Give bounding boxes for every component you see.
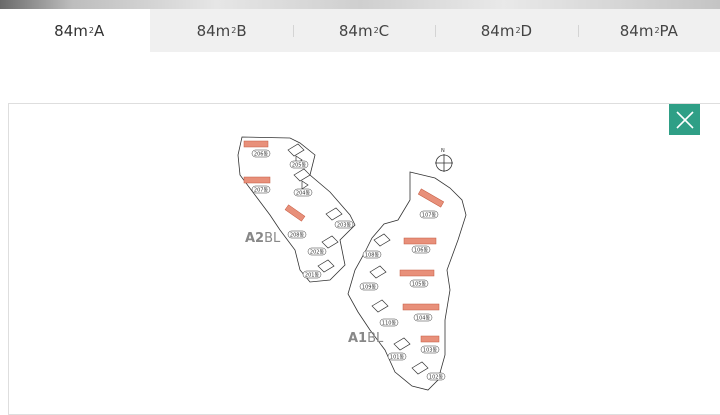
zone-a1-boundary <box>347 171 467 391</box>
tab-label: 84m <box>54 21 88 40</box>
building-101-shape[interactable] <box>393 337 411 351</box>
building-207-highlight[interactable] <box>243 176 271 184</box>
label-107: 107동 <box>422 213 437 219</box>
building-102-shape[interactable] <box>411 361 429 375</box>
site-plan-map: N 206동 205동 207동 204동 208동 <box>237 136 467 391</box>
building-203-shape[interactable] <box>325 207 343 221</box>
label-207: 207동 <box>254 188 269 194</box>
zone-label-a1: A1BL <box>348 331 383 346</box>
building-201-shape[interactable] <box>317 259 335 273</box>
close-icon <box>675 110 694 129</box>
building-208-highlight[interactable] <box>284 204 306 222</box>
label-203: 203동 <box>337 223 352 229</box>
building-108-shape[interactable] <box>373 233 391 247</box>
tab-label: 84m <box>196 21 231 40</box>
zone-label-a1-bold: A1 <box>348 331 368 346</box>
label-104: 104동 <box>416 316 431 322</box>
tab-label-sup: 2 <box>515 26 521 35</box>
tab-label: 84m <box>338 21 373 40</box>
building-109-shape[interactable] <box>369 265 387 279</box>
label-202: 202동 <box>310 250 325 256</box>
tab-label-suffix: B <box>236 21 247 40</box>
tab-label-suffix: A <box>93 21 105 40</box>
label-205: 205동 <box>292 163 307 169</box>
label-106: 106동 <box>414 248 429 254</box>
tab-label-sup: 2 <box>654 26 660 35</box>
label-105: 105동 <box>412 282 427 288</box>
building-107-highlight[interactable] <box>417 188 445 208</box>
close-button[interactable] <box>669 104 700 135</box>
tab-label-suffix: PA <box>659 21 678 40</box>
building-202-shape[interactable] <box>321 235 339 249</box>
tab-label-suffix: C <box>378 21 390 40</box>
zone-label-a2: A2BL <box>245 231 280 246</box>
zone-label-a1-rest: BL <box>367 331 384 346</box>
building-204-shape[interactable] <box>293 168 311 190</box>
label-102: 102동 <box>429 375 444 381</box>
tab-label-sup: 2 <box>88 26 94 35</box>
building-105-highlight[interactable] <box>399 269 435 277</box>
building-110-shape[interactable] <box>371 299 389 313</box>
tab-label-suffix: D <box>520 21 533 40</box>
building-106-highlight[interactable] <box>403 237 437 245</box>
building-206-highlight[interactable] <box>243 140 269 148</box>
label-108: 108동 <box>365 253 380 259</box>
label-208: 208동 <box>290 233 305 239</box>
north-compass-icon: N <box>435 148 453 172</box>
label-204: 204동 <box>296 191 311 197</box>
compass-label: N <box>441 148 445 154</box>
tab-label-sup: 2 <box>231 26 237 35</box>
tab-label: 84m <box>480 21 515 40</box>
building-103-highlight[interactable] <box>420 335 440 343</box>
building-104-highlight[interactable] <box>402 303 440 311</box>
zone-label-a2-rest: BL <box>264 231 281 246</box>
label-206: 206동 <box>254 152 269 158</box>
label-110: 110동 <box>382 321 397 327</box>
zone-label-a2-bold: A2 <box>245 231 265 246</box>
label-103: 103동 <box>423 348 438 354</box>
tab-label: 84m <box>619 21 654 40</box>
label-109: 109동 <box>362 285 377 291</box>
header-photo <box>0 0 720 9</box>
label-201: 201동 <box>305 273 320 279</box>
label-101: 101동 <box>390 355 405 361</box>
tab-label-sup: 2 <box>373 26 379 35</box>
